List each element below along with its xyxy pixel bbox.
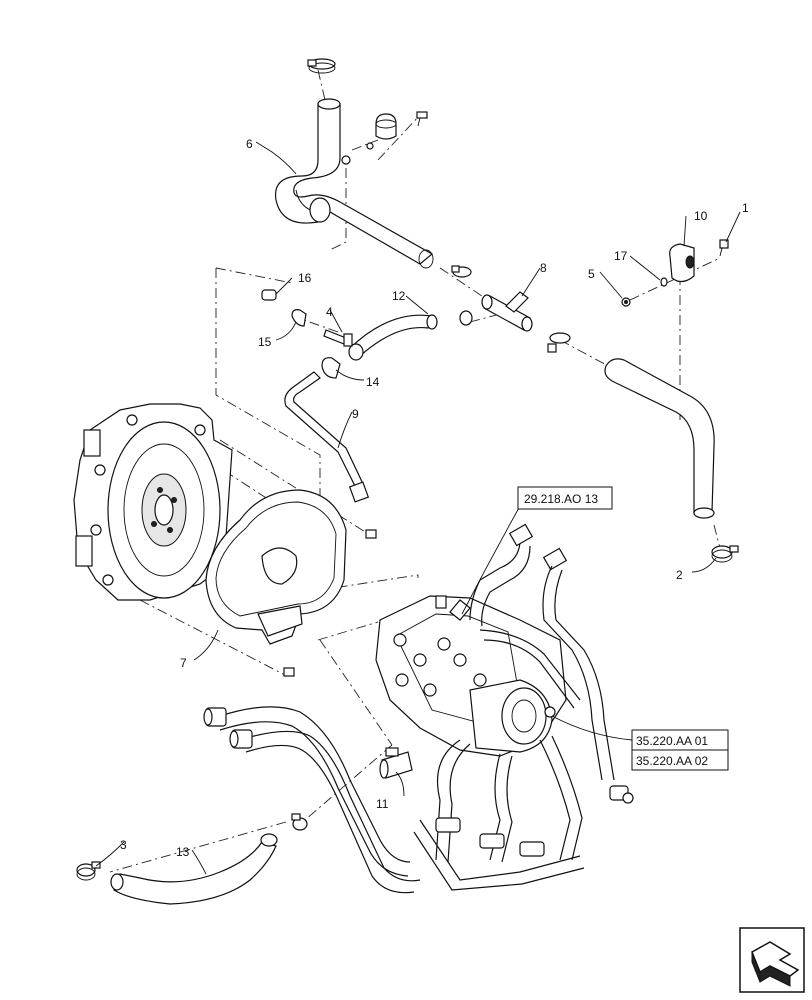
bolt: [323, 329, 353, 347]
callout-11: 11: [376, 797, 389, 811]
hose-clamp-lower: [291, 813, 308, 831]
reference-box-a[interactable]: 35.220.AA 01: [631, 729, 729, 751]
callout-1: 1: [742, 201, 749, 215]
callout-numbers: 1 2 3 4 5 6 7 8 9 10 11 12 13 14 15 16 1…: [120, 137, 749, 859]
hose-clamp-top: [307, 58, 336, 74]
nut: [621, 297, 631, 307]
pump-hoses: [413, 523, 634, 891]
upper-radiator-hose: [274, 98, 434, 269]
lower-hose: [110, 833, 278, 905]
small-nut-left: [341, 142, 374, 165]
callout-2: 2: [676, 568, 683, 582]
callout-4: 4: [326, 305, 333, 319]
p-clip: [291, 309, 307, 327]
cover-bolts: [283, 529, 377, 677]
reference-box-b[interactable]: 35.220.AA 02: [631, 749, 729, 771]
filler-cap: [375, 113, 397, 140]
plug: [261, 289, 277, 301]
reference-link-b[interactable]: 35.220.AA 02: [636, 754, 708, 768]
reference-link-a[interactable]: 35.220.AA 01: [636, 734, 708, 748]
flywheel-housing: [73, 403, 233, 601]
metal-tube: [284, 371, 370, 503]
screw: [719, 239, 729, 257]
hose-clamp-mid: [451, 265, 472, 278]
reference-box-top[interactable]: 29.218.AO 13: [517, 486, 613, 510]
reference-link-top[interactable]: 29.218.AO 13: [524, 492, 598, 506]
callout-leaders: [95, 141, 741, 875]
callout-9: 9: [352, 407, 359, 421]
cap-bolt: [416, 111, 428, 127]
callout-14: 14: [366, 375, 380, 389]
callout-15: 15: [258, 335, 272, 349]
callout-13: 13: [176, 845, 190, 859]
assembly-centerlines: [109, 69, 721, 873]
callout-7: 7: [180, 656, 187, 670]
callout-5: 5: [588, 267, 595, 281]
tee-fitting: [481, 291, 533, 332]
callout-8: 8: [540, 261, 547, 275]
callout-6: 6: [246, 137, 253, 151]
view-direction-arrow-icon: [739, 927, 805, 993]
elbow-fitting: [379, 747, 413, 779]
cover-plate: [205, 489, 347, 645]
small-hose: [348, 314, 438, 361]
callout-12: 12: [392, 289, 406, 303]
callout-3: 3: [120, 838, 127, 852]
callout-10: 10: [694, 209, 708, 223]
washer: [660, 277, 668, 287]
lower-radiator-hose: [604, 358, 715, 519]
hydraulic-pump-assembly: [375, 595, 581, 757]
callout-17: 17: [614, 249, 628, 263]
hose-clip: [321, 357, 341, 379]
tee-clamp: [459, 310, 571, 353]
callout-16: 16: [298, 271, 312, 285]
bracket: [669, 243, 695, 283]
left-hose-fittings: [203, 706, 421, 894]
hose-clamp-right: [711, 545, 739, 563]
hose-clamp-3: [76, 861, 101, 881]
